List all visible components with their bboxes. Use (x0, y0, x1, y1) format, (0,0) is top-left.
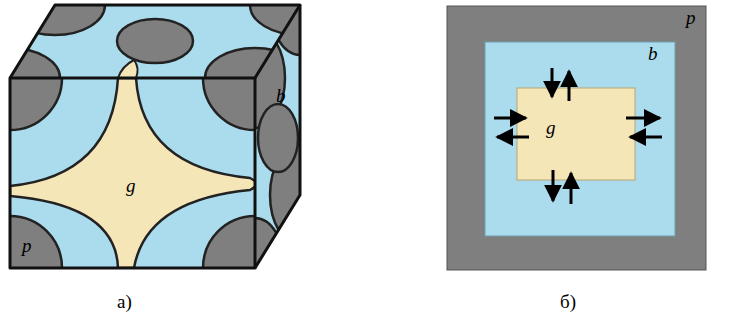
grain-region: g (517, 88, 635, 180)
region-letter: g (546, 118, 556, 138)
region-letter: b (276, 86, 286, 106)
cube-structure (0, 0, 350, 320)
panel-label: а) (117, 292, 132, 312)
particle-region: pbg (447, 6, 706, 270)
panel-label: б) (560, 292, 576, 312)
region-letter: p (22, 236, 32, 256)
nested-regions (447, 6, 706, 270)
exchange-arrows (494, 68, 662, 204)
region-letter: b (648, 44, 658, 64)
region-letter: p (686, 8, 696, 28)
region-letter: g (126, 176, 136, 196)
boundary-region: bg (485, 42, 675, 236)
